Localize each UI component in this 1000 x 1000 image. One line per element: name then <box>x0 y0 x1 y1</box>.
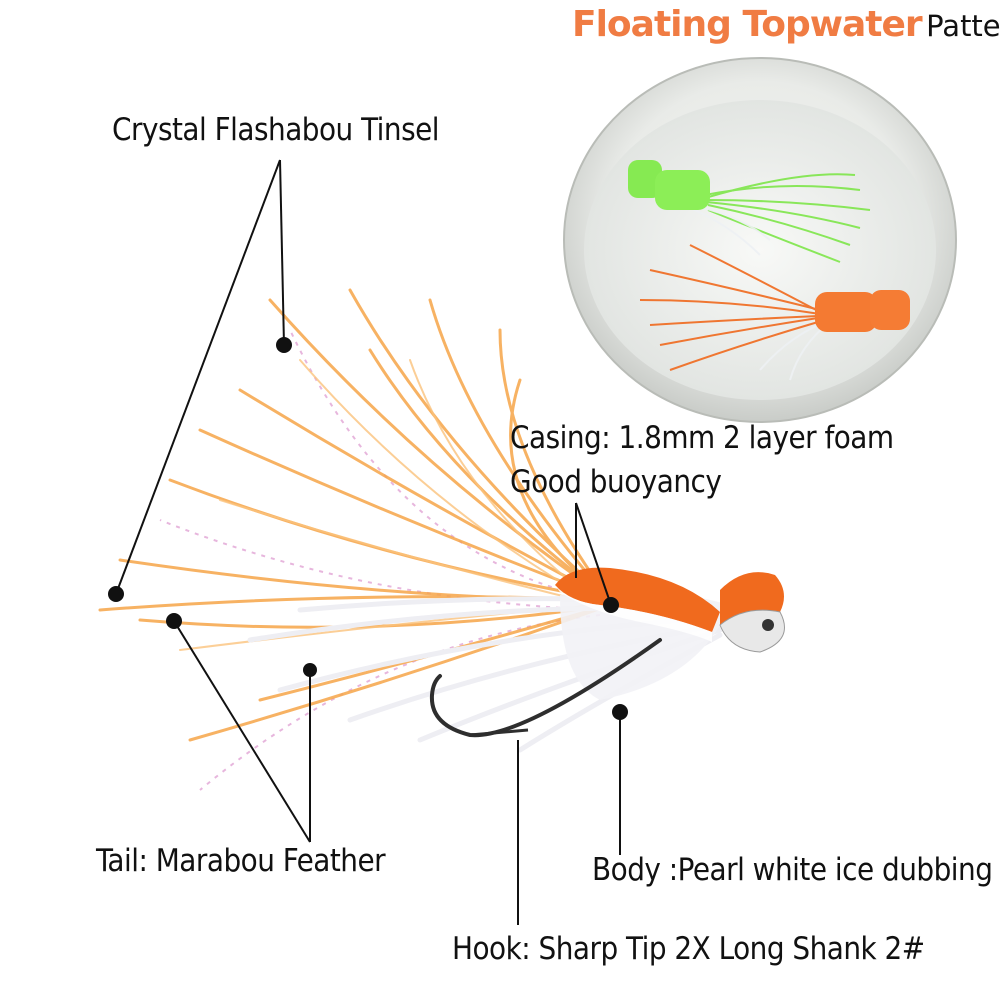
body-dot <box>612 704 628 720</box>
tail-dot-right <box>303 663 317 677</box>
green-fly <box>628 160 871 263</box>
foam-casing <box>555 567 785 653</box>
hook <box>429 638 662 738</box>
casing-label: Casing: 1.8mm 2 layer foam <box>510 420 894 456</box>
bowl-inset <box>563 57 957 423</box>
buoyancy-label: Good buoyancy <box>510 464 722 500</box>
orange-fly <box>639 244 910 381</box>
title-rest: Pattern <box>926 9 1000 43</box>
tinsel-dot-left <box>108 586 124 602</box>
callout-dots <box>108 337 628 720</box>
callout-lines <box>115 159 621 925</box>
casing-dot <box>603 597 619 613</box>
tinsel-label: Crystal Flashabou Tinsel <box>112 112 440 148</box>
tinsel-dot-upper <box>276 337 292 353</box>
body-label: Body :Pearl white ice dubbing <box>592 852 993 888</box>
hook-label: Hook: Sharp Tip 2X Long Shank 2# <box>452 931 925 967</box>
title-accent: Floating Topwater <box>572 4 923 45</box>
page-title: Floating Topwater Pattern <box>572 4 1000 45</box>
tail-label: Tail: Marabou Feather <box>96 843 386 879</box>
main-fly <box>98 288 785 791</box>
tail-dot-left <box>166 613 182 629</box>
